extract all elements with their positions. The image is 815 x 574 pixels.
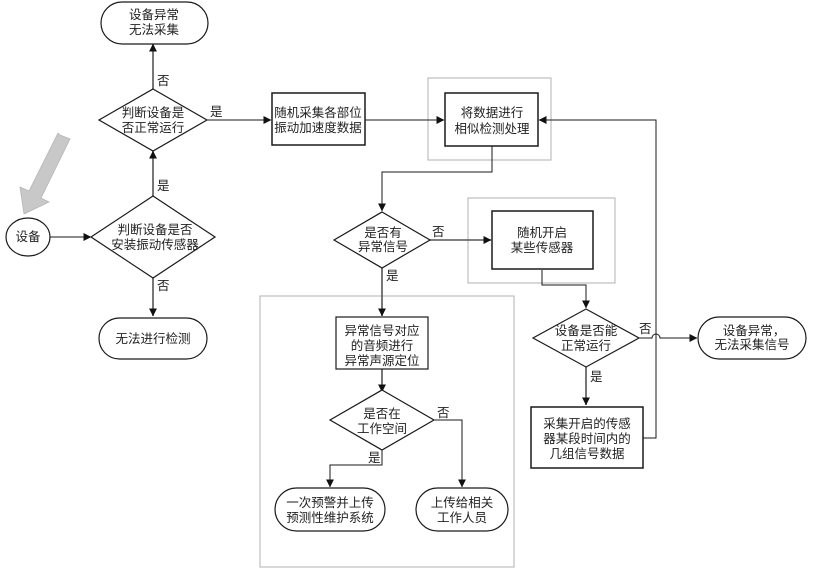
node-device-ok-line2: 正常运行: [561, 338, 611, 353]
node-device-text: 设备: [15, 229, 41, 244]
node-collect-groups-line3: 几组信号数据: [549, 446, 624, 461]
node-collect-groups-line1: 采集开启的传感: [543, 416, 631, 431]
node-cannot-detect-text: 无法进行检测: [115, 331, 190, 346]
node-abnormal-top-line1: 设备异常: [129, 7, 179, 22]
node-similarity-line1: 将数据进行: [461, 105, 524, 120]
label-sensor-no: 否: [157, 278, 170, 293]
label-sensor-yes: 是: [157, 178, 170, 193]
node-warn-upload-line1: 一次预警并上传: [286, 495, 374, 510]
node-upload-staff-line2: 工作人员: [437, 510, 487, 525]
node-check-sensor-line2: 安装振动传感器: [111, 237, 199, 252]
node-collect-groups-line2: 器某段时间内的: [543, 431, 631, 446]
node-similarity[interactable]: 将数据进行 相似检测处理: [444, 92, 539, 147]
node-random-open[interactable]: 随机开启 某些传感器: [491, 210, 594, 270]
node-has-abnormal-line2: 异常信号: [358, 239, 408, 254]
node-check-running[interactable]: 判断设备是 否正常运行: [97, 88, 209, 152]
node-abnormal-top[interactable]: 设备异常 无法采集: [100, 1, 209, 45]
node-locate-line1: 异常信号对应: [344, 323, 419, 338]
node-random-collect-line2: 振动加速度数据: [274, 120, 362, 135]
label-abnormal-yes: 是: [386, 268, 399, 283]
label-running-no: 否: [157, 73, 170, 88]
label-abnormal-no: 否: [432, 224, 445, 239]
node-in-workspace-line2: 工作空间: [357, 421, 407, 436]
node-device[interactable]: 设备: [5, 217, 51, 257]
node-has-abnormal[interactable]: 是否有 异常信号: [332, 211, 432, 269]
node-random-open-line1: 随机开启: [517, 225, 567, 240]
edge-collect-groups-loop: [538, 116, 657, 439]
node-random-collect[interactable]: 随机采集各部位 振动加速度数据: [271, 92, 366, 146]
node-check-running-line2: 否正常运行: [122, 120, 185, 135]
node-locate[interactable]: 异常信号对应 的音频进行 异常声源定位: [335, 316, 429, 370]
node-random-open-line2: 某些传感器: [511, 240, 574, 255]
node-in-workspace-line1: 是否在: [363, 406, 401, 421]
label-device-ok-no: 否: [639, 321, 652, 336]
node-cannot-detect[interactable]: 无法进行检测: [98, 317, 208, 360]
label-workspace-no: 否: [437, 405, 450, 420]
label-device-ok-yes: 是: [590, 369, 603, 384]
node-abnormal-right-line1: 设备异常，: [723, 323, 786, 338]
node-in-workspace[interactable]: 是否在 工作空间: [328, 389, 436, 451]
node-upload-staff[interactable]: 上传给相关 工作人员: [415, 487, 509, 532]
node-device-ok-line1: 设备是否能: [555, 323, 618, 338]
label-workspace-yes: 是: [368, 450, 381, 465]
edge-similarity-to-has-abnormal: [378, 146, 493, 212]
node-device-ok[interactable]: 设备是否能 正常运行: [531, 308, 641, 368]
node-check-running-line1: 判断设备是: [122, 105, 185, 120]
node-warn-upload-line2: 预测性维护系统: [286, 510, 374, 525]
node-abnormal-right-line2: 无法采集信号: [714, 337, 789, 352]
node-similarity-line2: 相似检测处理: [454, 121, 530, 136]
node-abnormal-top-line2: 无法采集: [129, 22, 180, 37]
node-collect-groups[interactable]: 采集开启的传感 器某段时间内的 几组信号数据: [530, 406, 644, 469]
node-upload-staff-line1: 上传给相关: [431, 495, 494, 510]
node-locate-line3: 异常声源定位: [344, 353, 419, 368]
node-locate-line2: 的音频进行: [351, 338, 414, 353]
similarity-group-frame: [427, 77, 552, 161]
node-warn-upload[interactable]: 一次预警并上传 预测性维护系统: [274, 487, 386, 532]
edge-workspace-yes: [326, 450, 383, 488]
node-abnormal-right[interactable]: 设备异常， 无法采集信号: [697, 316, 807, 360]
pointer-arrow-icon: [19, 132, 71, 215]
node-has-abnormal-line1: 是否有: [364, 225, 402, 240]
label-running-yes: 是: [210, 104, 223, 119]
node-check-sensor[interactable]: 判断设备是否 安装振动传感器: [89, 195, 217, 279]
edge-random-open-to-device-ok: [541, 270, 590, 309]
localization-group-frame: [259, 295, 515, 568]
edge-workspace-no: [434, 419, 466, 488]
node-random-collect-line1: 随机采集各部位: [274, 105, 362, 120]
node-check-sensor-line1: 判断设备是否: [117, 222, 192, 237]
